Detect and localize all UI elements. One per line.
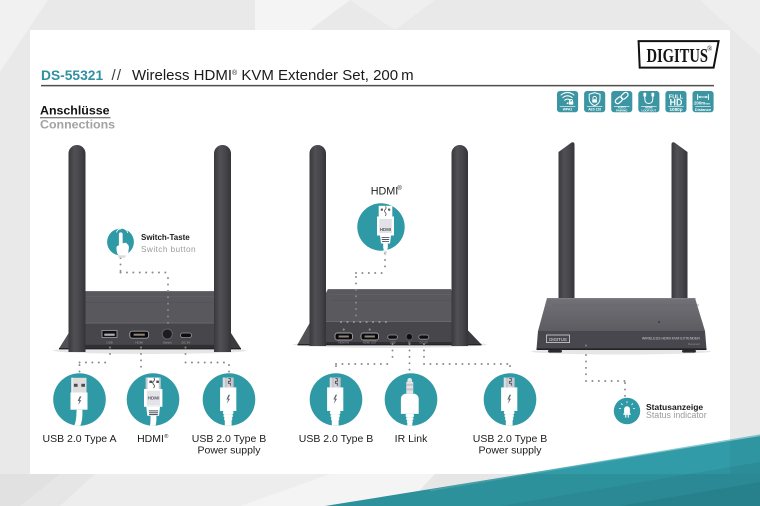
svg-text:Power supply: Power supply: [478, 445, 542, 457]
svg-text:HD: HD: [670, 98, 683, 108]
svg-text:DC 5V: DC 5V: [420, 341, 428, 345]
svg-text:200mmax: 200mmax: [694, 100, 711, 105]
svg-text:USB 2.0 Type B: USB 2.0 Type B: [192, 433, 267, 445]
svg-text:HDMI: HDMI: [148, 396, 160, 401]
svg-text:HDMI: HDMI: [137, 433, 164, 445]
svg-text:Wireless HDMI® KVM Extender Se: Wireless HDMI® KVM Extender Set, 200 m: [132, 67, 414, 84]
svg-text:HDMI IN: HDMI IN: [338, 341, 349, 345]
svg-text:AUTO: AUTO: [618, 106, 627, 110]
svg-text:Receiver: Receiver: [688, 342, 700, 346]
svg-text:Switch: Switch: [163, 340, 172, 344]
svg-text:Statusanzeige: Statusanzeige: [646, 402, 703, 412]
svg-text:HDMI OUT: HDMI OUT: [363, 341, 377, 345]
svg-text:1080p: 1080p: [669, 107, 682, 112]
svg-text:Power supply: Power supply: [197, 445, 261, 457]
svg-text:HDMI: HDMI: [380, 227, 391, 232]
svg-text:Distance: Distance: [695, 107, 712, 112]
svg-text:Status indicator: Status indicator: [646, 410, 707, 420]
svg-text:LOOP OUT: LOOP OUT: [642, 109, 657, 113]
svg-text:USB 2.0 Type A: USB 2.0 Type A: [43, 433, 117, 445]
svg-text:IR: IR: [408, 341, 411, 345]
svg-text://: //: [112, 67, 123, 84]
svg-text:DIGITUS: DIGITUS: [647, 45, 709, 67]
svg-text:HDMI: HDMI: [645, 106, 652, 110]
svg-text:FULL: FULL: [669, 94, 684, 100]
svg-text:USB 2.0 Type B: USB 2.0 Type B: [473, 433, 548, 445]
svg-text:WPA2: WPA2: [563, 107, 573, 111]
svg-text:®: ®: [164, 433, 169, 440]
svg-text:Anschlüsse: Anschlüsse: [40, 104, 110, 118]
svg-text:IR Link: IR Link: [395, 433, 428, 445]
svg-text:®: ®: [707, 45, 713, 53]
svg-text:USB: USB: [106, 340, 112, 344]
svg-text:WIRELESS HDMI KVM EXTENDER: WIRELESS HDMI KVM EXTENDER: [642, 337, 701, 341]
svg-text:DC 5V: DC 5V: [182, 340, 191, 344]
svg-text:HDMI: HDMI: [135, 340, 143, 344]
svg-text:HDMI: HDMI: [371, 186, 399, 198]
svg-text:USB 2.0 Type B: USB 2.0 Type B: [299, 433, 374, 445]
svg-text:AES 128: AES 128: [588, 107, 601, 111]
svg-text:Connections: Connections: [40, 118, 115, 132]
svg-text:PAIRING: PAIRING: [616, 109, 627, 113]
svg-text:DIGITUS: DIGITUS: [549, 337, 567, 342]
svg-text:DS-55321: DS-55321: [41, 68, 103, 83]
svg-text:Switch-Taste: Switch-Taste: [141, 233, 190, 242]
svg-text:®: ®: [397, 185, 402, 192]
svg-text:USB: USB: [390, 341, 396, 345]
svg-text:Switch button: Switch button: [141, 244, 196, 254]
